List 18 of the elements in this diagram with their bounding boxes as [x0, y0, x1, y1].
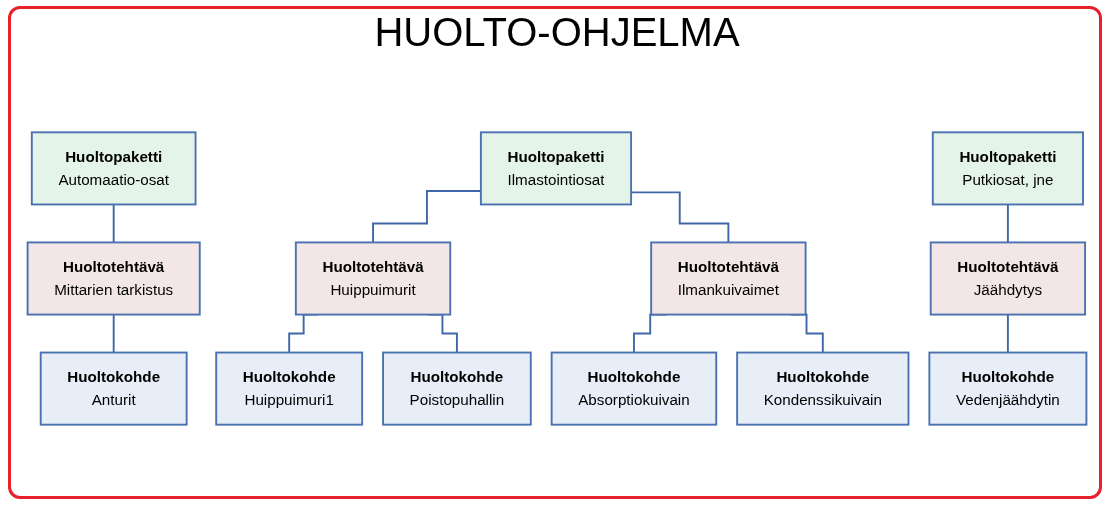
- node-box: Huoltotehtävä Ilmankuivaimet: [650, 241, 807, 316]
- node-box: Huoltotehtävä Jäähdytys: [929, 241, 1087, 316]
- node-box: Huoltokohde Poistopuhallin: [382, 351, 532, 426]
- node-box: Huoltopaketti Putkiosat, jne: [931, 131, 1084, 206]
- connector: [112, 313, 115, 354]
- connector: [112, 203, 115, 244]
- node-box: Huoltokohde Vedenjäähdytin: [928, 351, 1088, 426]
- node-box: Huoltopaketti Automaatio-osat: [30, 131, 197, 206]
- node-box: Huoltopaketti Ilmastointiosat: [479, 131, 633, 206]
- node-box: Huoltotehtävä Mittarien tarkistus: [26, 241, 201, 316]
- node-box: Huoltokohde Anturit: [39, 351, 188, 426]
- connector: [1006, 313, 1009, 354]
- node-box: Huoltokohde Absorptiokuivain: [550, 351, 718, 426]
- diagram-title: HUOLTO-OHJELMA: [373, 10, 741, 54]
- node-box: Huoltokohde Huippuimuri1: [215, 351, 364, 426]
- node-box: Huoltotehtävä Huippuimurit: [294, 241, 452, 316]
- connector: [1006, 203, 1009, 244]
- node-box: Huoltokohde Kondenssikuivain: [736, 351, 910, 426]
